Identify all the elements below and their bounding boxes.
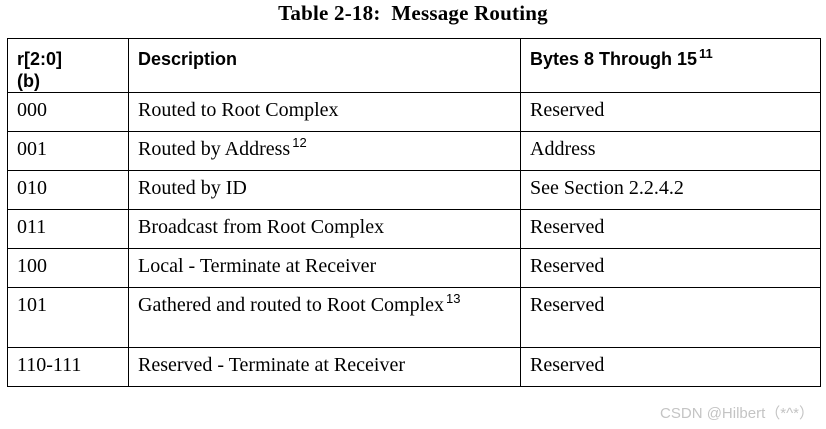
header-code: r[2:0] (b) bbox=[7, 38, 129, 93]
cell-bytes: See Section 2.2.4.2 bbox=[520, 170, 821, 210]
message-routing-table: r[2:0] (b) Description Bytes 8 Through 1… bbox=[7, 38, 821, 387]
cell-description: Broadcast from Root Complex bbox=[128, 209, 521, 249]
header-bytes-label: Bytes 8 Through 15 bbox=[530, 49, 698, 69]
cell-code: 101 bbox=[7, 287, 129, 348]
table-row: 110-111 Reserved - Terminate at Receiver… bbox=[7, 347, 821, 387]
description-text: Routed by ID bbox=[138, 177, 247, 199]
header-code-label: r[2:0] (b) bbox=[17, 49, 63, 91]
cell-bytes: Reserved bbox=[520, 92, 821, 132]
header-bytes-footnote: 11 bbox=[699, 46, 713, 61]
description-text: Local - Terminate at Receiver bbox=[138, 255, 377, 277]
table-row: 100 Local - Terminate at Receiver Reserv… bbox=[7, 248, 821, 288]
description-text: Routed by Address bbox=[138, 138, 291, 160]
cell-description: Routed to Root Complex bbox=[128, 92, 521, 132]
cell-code: 011 bbox=[7, 209, 129, 249]
table-row: 010 Routed by ID See Section 2.2.4.2 bbox=[7, 170, 821, 210]
description-footnote: 13 bbox=[446, 291, 461, 307]
table-caption: Table 2-18: Message Routing bbox=[278, 1, 548, 25]
cell-code: 100 bbox=[7, 248, 129, 288]
cell-bytes: Reserved bbox=[520, 347, 821, 387]
cell-code: 010 bbox=[7, 170, 129, 210]
cell-bytes: Reserved bbox=[520, 287, 821, 348]
cell-code: 001 bbox=[7, 131, 129, 171]
header-description-label: Description bbox=[138, 49, 238, 69]
description-text: Gathered and routed to Root Complex bbox=[138, 294, 445, 316]
table-row: 000 Routed to Root Complex Reserved bbox=[7, 92, 821, 132]
csdn-watermark: CSDN @Hilbert（*^*） bbox=[660, 405, 814, 422]
description-text: Reserved - Terminate at Receiver bbox=[138, 354, 405, 376]
cell-bytes: Reserved bbox=[520, 209, 821, 249]
cell-bytes: Reserved bbox=[520, 248, 821, 288]
header-description: Description bbox=[128, 38, 521, 93]
cell-code: 000 bbox=[7, 92, 129, 132]
cell-code: 110-111 bbox=[7, 347, 129, 387]
description-text: Broadcast from Root Complex bbox=[138, 216, 385, 238]
description-footnote: 12 bbox=[292, 135, 307, 151]
cell-description: Reserved - Terminate at Receiver bbox=[128, 347, 521, 387]
table-header-row: r[2:0] (b) Description Bytes 8 Through 1… bbox=[7, 38, 821, 93]
cell-description: Local - Terminate at Receiver bbox=[128, 248, 521, 288]
cell-description: Routed by ID bbox=[128, 170, 521, 210]
description-text: Routed to Root Complex bbox=[138, 99, 339, 121]
cell-bytes: Address bbox=[520, 131, 821, 171]
table-row: 011 Broadcast from Root Complex Reserved bbox=[7, 209, 821, 249]
